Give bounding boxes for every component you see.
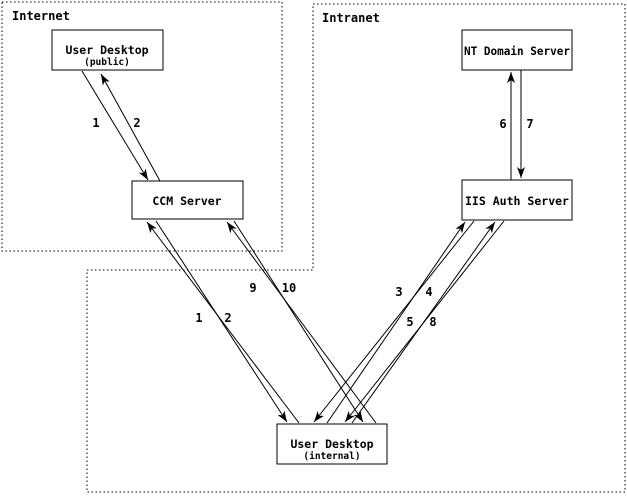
flow-line-9-internal-to-ccm xyxy=(226,221,377,424)
flow-line-10-ccm-to-internal xyxy=(233,220,364,423)
flow-line-8-iis-to-internal xyxy=(344,220,505,423)
user-desktop-internal-box xyxy=(276,423,388,465)
flow-label-4: 4 xyxy=(425,285,432,299)
ccm-server-box xyxy=(131,180,244,220)
flow-line-3-internal-to-iis xyxy=(326,221,466,424)
internet-region-label: Internet xyxy=(12,9,70,23)
iis-auth-server-box xyxy=(461,179,573,221)
flow-label-5: 5 xyxy=(406,315,413,329)
intranet-region-label: Intranet xyxy=(322,11,380,25)
flow-line-2-ccm-to-public xyxy=(100,73,161,182)
flow-label-1-internal: 1 xyxy=(195,311,202,325)
flow-label-7: 7 xyxy=(526,117,533,131)
user-desktop-internal-title: User Desktop xyxy=(290,437,373,451)
flow-label-8: 8 xyxy=(429,315,436,329)
flow-label-1-public: 1 xyxy=(92,116,99,130)
nt-domain-server-title: NT Domain Server xyxy=(464,44,570,58)
user-desktop-public-box xyxy=(51,29,164,71)
flow-label-3: 3 xyxy=(395,285,402,299)
flow-label-10: 10 xyxy=(282,281,296,295)
flow-label-9: 9 xyxy=(249,281,256,295)
node-nt-domain-server: NT Domain Server xyxy=(461,29,573,71)
nt-domain-server-box xyxy=(461,29,573,71)
flow-label-2-public: 2 xyxy=(133,116,140,130)
user-desktop-internal-subtitle: (internal) xyxy=(303,451,360,462)
flow-label-2-internal: 2 xyxy=(224,311,231,325)
flow-line-2-ccm-to-internal xyxy=(155,220,288,423)
node-user-desktop-internal: User Desktop (internal) xyxy=(276,423,388,465)
flow-labels: 1 2 1 2 3 4 5 6 7 8 9 10 xyxy=(92,116,533,329)
node-user-desktop-public: User Desktop (public) xyxy=(51,29,164,71)
flow-line-1-internal-to-ccm xyxy=(146,221,300,424)
flow-label-6: 6 xyxy=(499,117,506,131)
user-desktop-public-subtitle: (public) xyxy=(84,57,130,68)
iis-auth-server-title: IIS Auth Server xyxy=(465,194,569,208)
intranet-region-border xyxy=(86,3,626,493)
flow-lines xyxy=(81,70,525,424)
node-iis-auth-server: IIS Auth Server xyxy=(461,179,573,221)
internet-region-border xyxy=(1,1,283,252)
user-desktop-public-title: User Desktop xyxy=(65,43,148,57)
flow-line-1-public-to-ccm xyxy=(81,70,149,181)
ccm-server-title: CCM Server xyxy=(152,194,221,208)
node-ccm-server: CCM Server xyxy=(131,180,244,220)
flow-line-4-iis-to-internal xyxy=(313,220,475,423)
